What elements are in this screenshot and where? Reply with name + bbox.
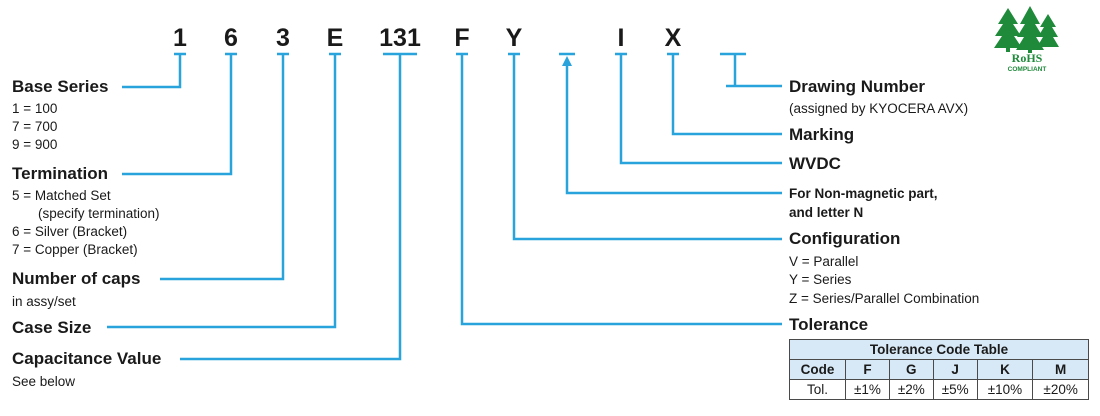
bracket-N bbox=[559, 52, 782, 195]
nonmag-line2: and letter N bbox=[789, 205, 864, 220]
rohs-compliant-logo: RoHS COMPLIANT bbox=[994, 6, 1059, 73]
table-cell: ±10% bbox=[976, 379, 1034, 400]
base-series-title: Base Series bbox=[12, 77, 109, 96]
table-row-label: Tol. bbox=[789, 379, 846, 400]
termination-title: Termination bbox=[12, 164, 109, 183]
base-series-item: 7 = 700 bbox=[12, 119, 58, 134]
bracket-6 bbox=[122, 52, 237, 176]
configuration-title: Configuration bbox=[789, 229, 901, 248]
bracket-Y bbox=[508, 52, 782, 241]
code-char-3: 3 bbox=[276, 24, 290, 52]
bracket-X bbox=[667, 52, 782, 136]
bracket-E bbox=[107, 52, 341, 329]
termination-item: 5 = Matched Set bbox=[12, 188, 111, 203]
table-cell: ±20% bbox=[1032, 379, 1089, 400]
rohs-label: RoHS bbox=[1012, 51, 1043, 65]
bracket-drawing bbox=[720, 52, 782, 88]
capacitance-title: Capacitance Value bbox=[12, 349, 162, 368]
drawing-number-sub: (assigned by KYOCERA AVX) bbox=[789, 101, 969, 116]
table-cell: ±2% bbox=[888, 379, 934, 400]
code-char-X: X bbox=[664, 24, 682, 52]
configuration-item: V = Parallel bbox=[789, 254, 859, 269]
rohs-sub: COMPLIANT bbox=[1008, 66, 1047, 73]
table-row: Tol. ±1% ±2% ±5% ±10% ±20% bbox=[789, 379, 1089, 400]
bracket-3 bbox=[160, 52, 289, 281]
code-char-E: E bbox=[326, 24, 344, 52]
termination-item: 6 = Silver (Bracket) bbox=[12, 224, 128, 239]
code-char-6: 6 bbox=[224, 24, 238, 52]
table-cell: ±1% bbox=[845, 379, 890, 400]
code-char-1: 1 bbox=[173, 24, 187, 52]
base-series-item: 1 = 100 bbox=[12, 101, 58, 116]
termination-item: (specify termination) bbox=[38, 206, 160, 221]
code-char-F: F bbox=[454, 24, 470, 52]
configuration-item: Y = Series bbox=[789, 272, 852, 287]
code-char-131: 131 bbox=[379, 24, 421, 52]
table-cell: ±5% bbox=[932, 379, 978, 400]
capacitance-sub: See below bbox=[12, 374, 76, 389]
num-caps-sub: in assy/set bbox=[12, 294, 76, 309]
drawing-number-title: Drawing Number bbox=[789, 77, 926, 96]
bracket-F bbox=[456, 52, 782, 326]
marking-title: Marking bbox=[789, 125, 855, 144]
tolerance-table-caption: Tolerance Code Table bbox=[789, 339, 1089, 360]
tree-icon bbox=[994, 6, 1059, 53]
table-header-code: F bbox=[845, 359, 890, 380]
termination-item: 7 = Copper (Bracket) bbox=[12, 242, 138, 257]
code-char-Y: Y bbox=[505, 24, 523, 52]
table-header-code: G bbox=[888, 359, 934, 380]
table-header-code: K bbox=[976, 359, 1034, 380]
configuration-item: Z = Series/Parallel Combination bbox=[789, 291, 980, 306]
base-series-item: 9 = 900 bbox=[12, 137, 58, 152]
nonmag-line1: For Non-magnetic part, bbox=[789, 186, 938, 201]
bracket-1 bbox=[122, 52, 186, 89]
tolerance-code-table: Tolerance Code Table Code F G J K M Tol.… bbox=[789, 339, 1089, 400]
tolerance-title: Tolerance bbox=[789, 315, 869, 334]
code-char-I: I bbox=[617, 24, 625, 52]
arrow-up-icon bbox=[562, 56, 572, 66]
wvdc-title: WVDC bbox=[789, 154, 841, 173]
num-caps-title: Number of caps bbox=[12, 269, 141, 288]
table-header-code: M bbox=[1032, 359, 1089, 380]
table-header-label: Code bbox=[789, 359, 846, 380]
case-size-title: Case Size bbox=[12, 318, 92, 337]
bracket-131 bbox=[180, 52, 417, 361]
table-header-code: J bbox=[932, 359, 978, 380]
bracket-I bbox=[615, 52, 782, 165]
